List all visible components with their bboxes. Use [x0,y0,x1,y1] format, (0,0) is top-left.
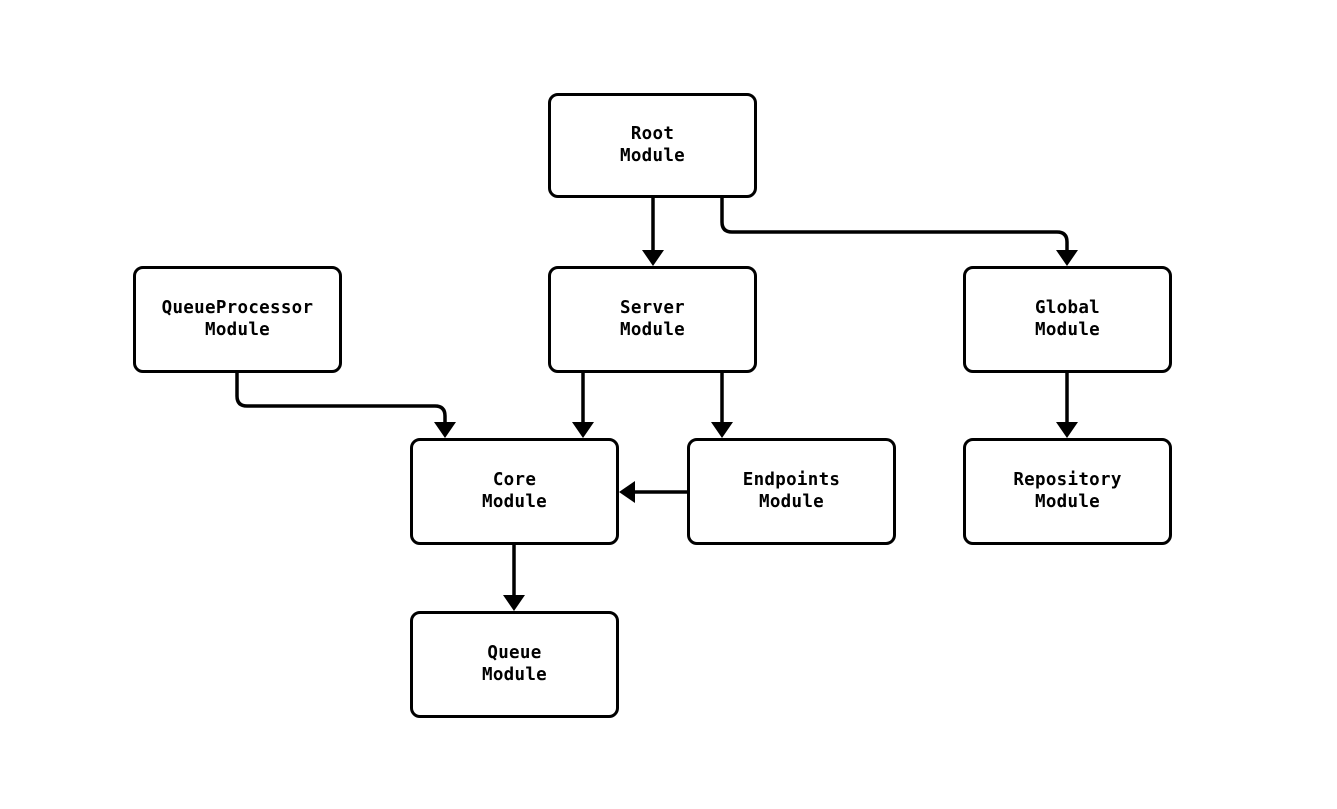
node-label: QueueProcessor Module [161,298,314,340]
node-label: Server Module [619,298,685,340]
arrowhead-icon [503,595,525,611]
node-label: Queue Module [481,643,547,685]
node-label: Core Module [481,470,547,512]
edge-queueprocessor-to-core [235,373,456,438]
node-global-module: Global Module [963,266,1172,373]
arrowhead-icon [572,422,594,438]
arrowhead-icon [1056,250,1078,266]
node-root-module: Root Module [548,93,757,198]
edge-line [720,198,1069,250]
node-repository-module: Repository Module [963,438,1172,545]
edge-line [235,373,447,422]
arrowhead-icon [642,250,664,266]
edge-root-to-server [642,198,664,266]
node-endpoints-module: Endpoints Module [687,438,896,545]
node-queueprocessor-module: QueueProcessor Module [133,266,342,373]
edge-server-to-endpoints [711,373,733,438]
edge-core-to-queue [503,545,525,611]
arrowhead-icon [434,422,456,438]
node-label: Global Module [1034,298,1100,340]
node-label: Endpoints Module [742,470,841,512]
edge-endpoints-to-core [619,481,687,503]
edge-root-to-global [720,198,1078,266]
node-core-module: Core Module [410,438,619,545]
edge-server-to-core [572,373,594,438]
edge-global-to-repository [1056,373,1078,438]
arrowhead-icon [711,422,733,438]
arrowhead-icon [619,481,635,503]
node-label: Root Module [619,124,685,166]
node-queue-module: Queue Module [410,611,619,718]
node-server-module: Server Module [548,266,757,373]
arrowhead-icon [1056,422,1078,438]
node-label: Repository Module [1013,470,1122,512]
